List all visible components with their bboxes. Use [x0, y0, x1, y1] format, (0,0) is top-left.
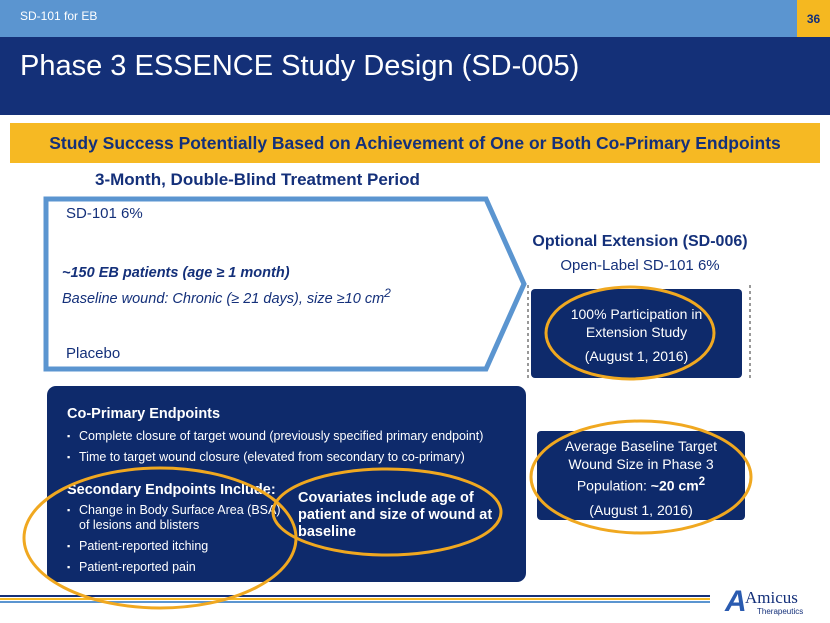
page-number: 36 [797, 0, 830, 37]
highlight-ellipse [22, 466, 298, 610]
covariates-text: Covariates include age of patient and si… [298, 490, 493, 540]
baseline-text: Baseline wound: Chronic (≥ 21 days), siz… [62, 286, 391, 307]
primary-title: Co-Primary Endpoints [67, 406, 221, 422]
top-bar [0, 0, 830, 37]
highlight-ellipse [544, 285, 716, 381]
extension-subtitle: Open-Label SD-101 6% [560, 257, 720, 274]
period-title: 3-Month, Double-Blind Treatment Period [95, 170, 420, 189]
wound-size-box: Average Baseline Target Wound Size in Ph… [537, 431, 745, 520]
participation-date: (August 1, 2016) [584, 348, 689, 364]
success-banner: Study Success Potentially Based on Achie… [10, 123, 820, 163]
list-item: Time to target wound closure (elevated f… [67, 450, 527, 465]
slide-title: Phase 3 ESSENCE Study Design (SD-005) [20, 50, 580, 82]
wound-size-text: Average Baseline Target Wound Size in Ph… [564, 438, 718, 494]
arm-active: SD-101 6% [66, 205, 143, 222]
participation-text: 100% Participation in Extension Study [570, 306, 703, 340]
list-item: Patient-reported pain [67, 560, 287, 575]
highlight-ellipse [529, 419, 753, 535]
list-item: Complete closure of target wound (previo… [67, 429, 527, 444]
deck-label: SD-101 for EB [20, 9, 98, 23]
logo-mark-icon: A [725, 585, 747, 618]
wound-size-date: (August 1, 2016) [589, 501, 693, 518]
list-item: Patient-reported itching [67, 539, 287, 554]
list-item: Change in Body Surface Area (BSA) of les… [67, 503, 287, 533]
secondary-title: Secondary Endpoints Include: [67, 482, 276, 498]
extension-title: Optional Extension (SD-006) [532, 233, 748, 250]
arm-placebo: Placebo [66, 345, 121, 362]
highlight-ellipse [271, 467, 503, 557]
title-band [0, 37, 830, 115]
patients-text: ~150 EB patients (age ≥ 1 month) [62, 265, 290, 281]
